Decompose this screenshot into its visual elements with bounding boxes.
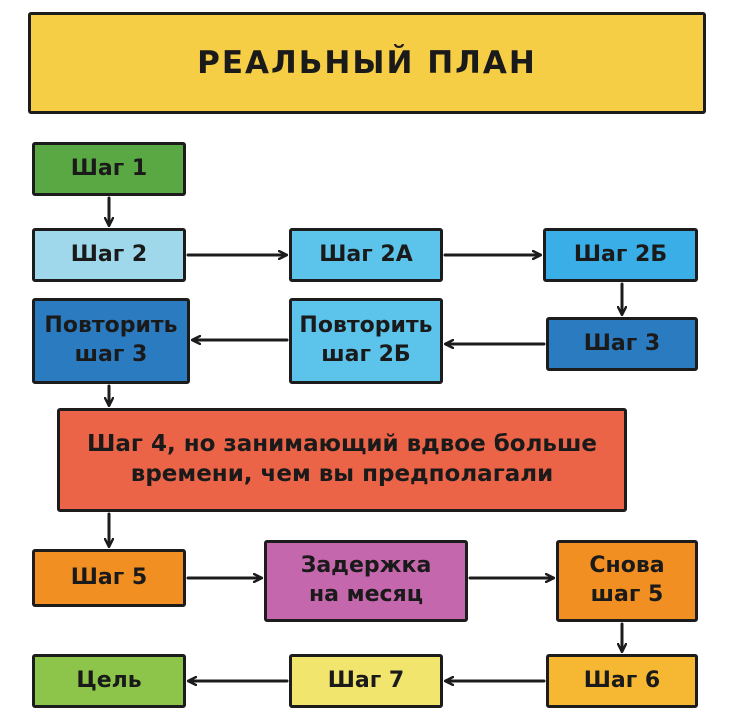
node-step-3: Шаг 3 [546,317,698,371]
node-delay-month: Задержка на месяц [264,540,468,622]
node-step-5: Шаг 5 [32,549,186,607]
node-step-7: Шаг 7 [289,654,443,708]
node-repeat-step-3: Повторить шаг 3 [32,298,190,384]
node-goal: Цель [32,654,186,708]
node-step-1: Шаг 1 [32,142,186,196]
node-step-6: Шаг 6 [546,654,698,708]
node-step-2b: Шаг 2Б [543,228,698,282]
node-step-2a: Шаг 2А [289,228,443,282]
node-step-4: Шаг 4, но занимающий вдвое больше времен… [57,408,627,512]
plan-title: РЕАЛЬНЫЙ ПЛАН [28,12,706,114]
node-step-2: Шаг 2 [32,228,186,282]
node-again-step-5: Снова шаг 5 [556,540,698,622]
node-repeat-step-2b: Повторить шаг 2Б [289,298,443,384]
